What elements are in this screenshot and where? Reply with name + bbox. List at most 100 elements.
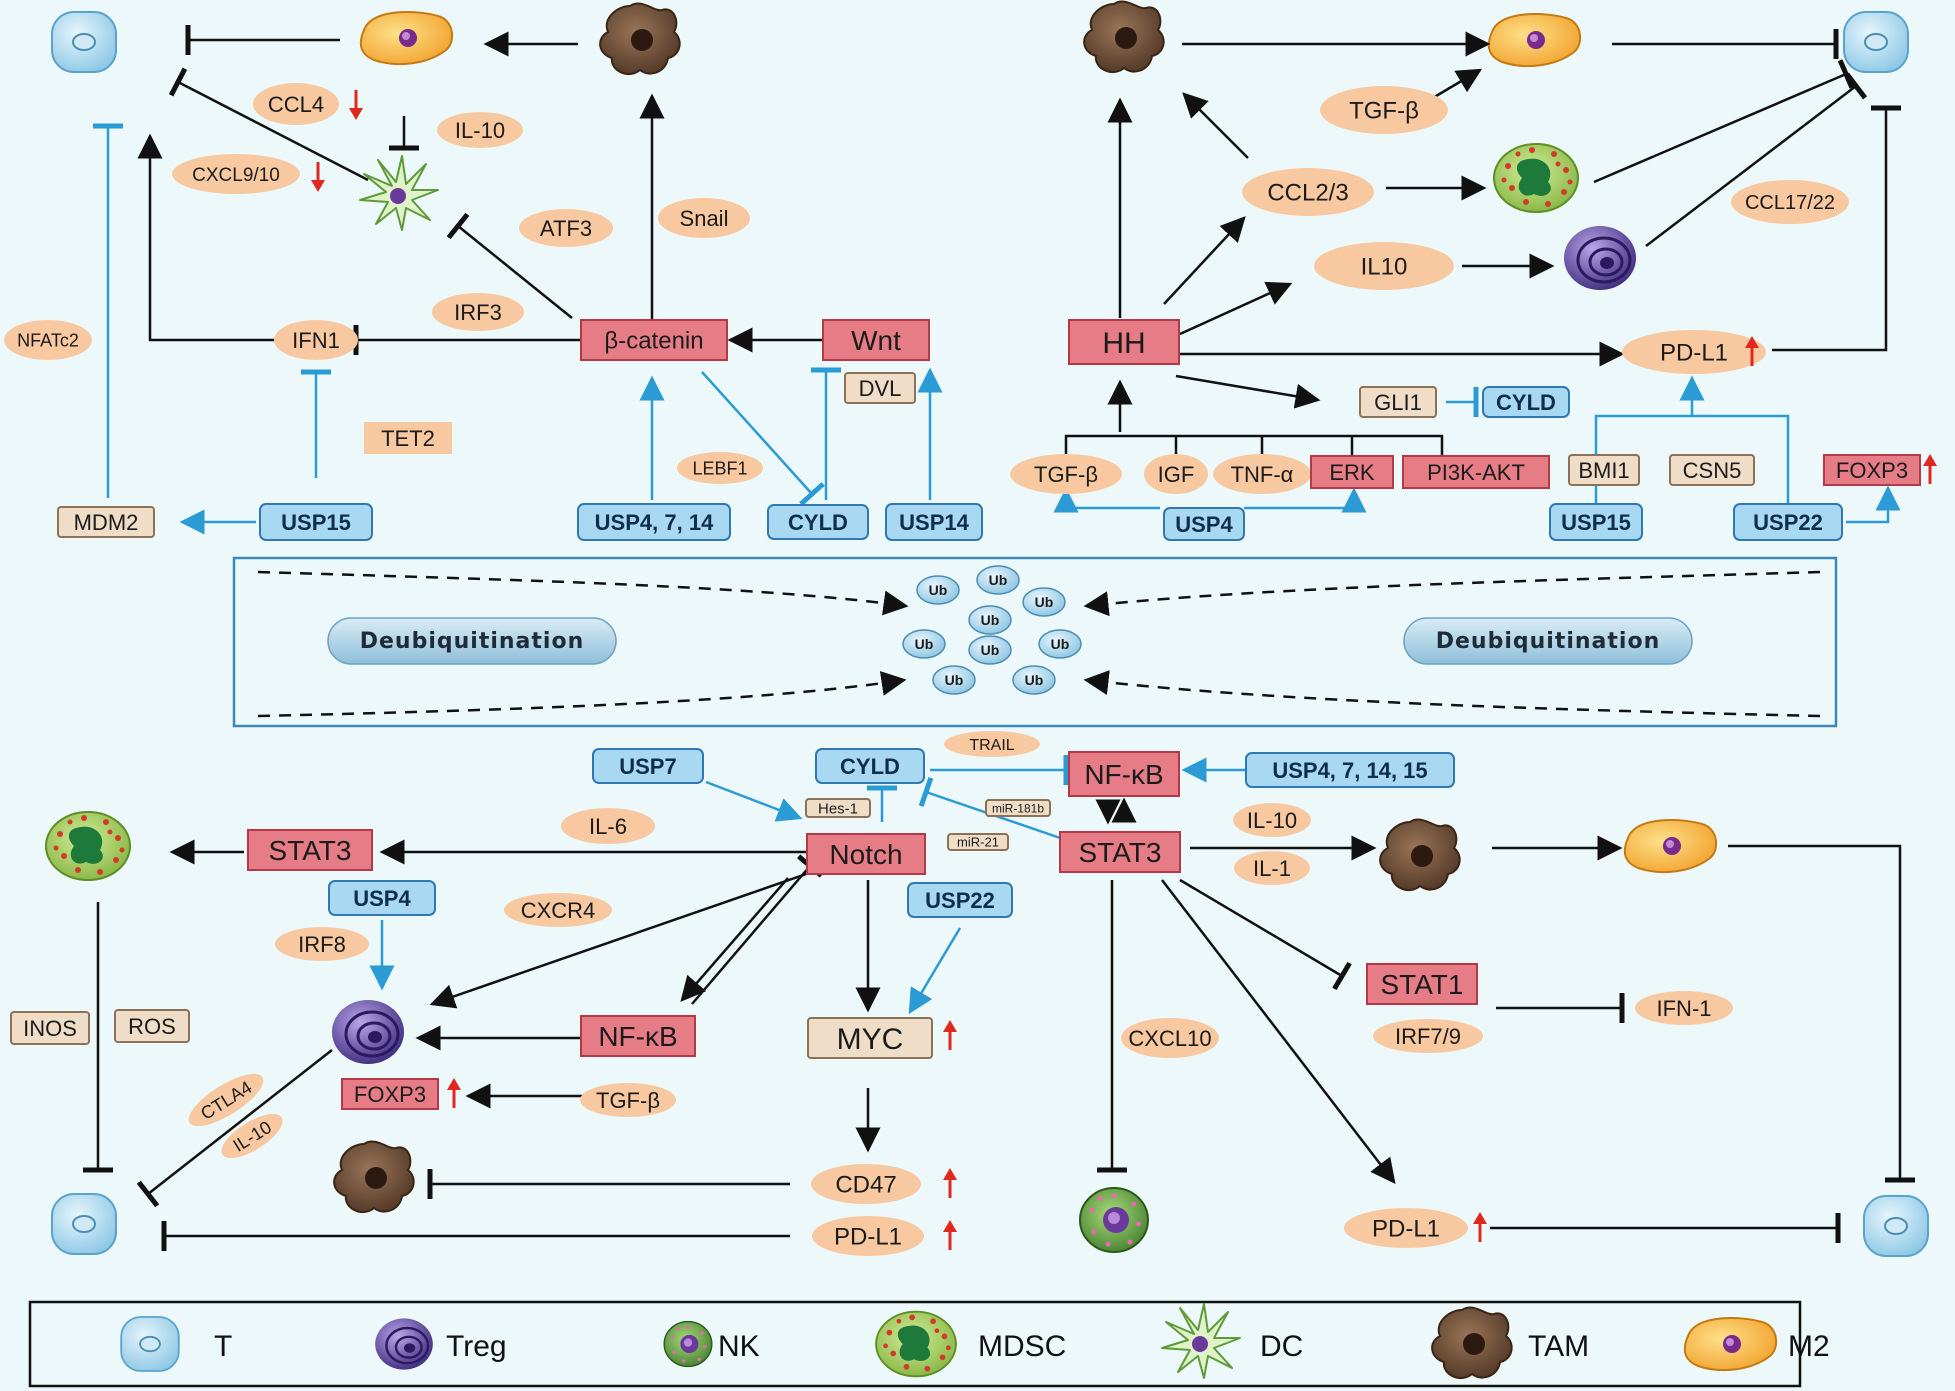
usp22-a-label: USP22 [1753, 510, 1823, 535]
stat3-b-label: STAT3 [1079, 837, 1162, 868]
tet2-node: TET2 [364, 422, 452, 454]
stat3-b-node: STAT3 [1059, 831, 1181, 873]
cxcl10-label: CXCL10 [1128, 1026, 1211, 1051]
myc-node: MYC [807, 1017, 933, 1059]
irf3-node: IRF3 [432, 293, 524, 331]
cxcr4-label: CXCR4 [521, 898, 596, 923]
nfkb-a-node: NF-κB [1068, 751, 1180, 797]
legend-label: NK [718, 1330, 760, 1363]
tam-icon [1431, 1306, 1513, 1380]
upregulation-arrow-icon [943, 1220, 957, 1250]
ccl23-label: CCL2/3 [1267, 180, 1348, 207]
deubiquitination-label: Deubiquitination [1436, 629, 1660, 654]
ifn1-node: IFN1 [274, 320, 358, 360]
ccl23-node: CCL2/3 [1242, 168, 1374, 216]
foxp3-a-node: FOXP3 [1823, 454, 1921, 486]
trail-label: TRAIL [969, 737, 1014, 754]
t-cell-icon [51, 1193, 117, 1255]
ccl4-node: CCL4 [253, 83, 339, 125]
lebf1-label: LEBF1 [692, 458, 747, 478]
downregulation-arrow-icon [311, 162, 325, 192]
foxp3-b-label: FOXP3 [354, 1082, 426, 1107]
cxcr4-node: CXCR4 [504, 893, 612, 927]
cxcl910-node: CXCL9/10 [172, 154, 300, 194]
upregulation-arrow-icon [447, 1078, 461, 1108]
legend-item-t: T [120, 1316, 232, 1372]
pdl1-b-label: PD-L1 [834, 1224, 902, 1251]
ub-label: Ub [915, 636, 934, 652]
usp4-b-node: USP4 [328, 880, 436, 916]
usp15-b-node: USP15 [1549, 503, 1643, 541]
deubiquitination-left-pill: Deubiquitination [327, 617, 617, 665]
pdl1-b-node: PD-L1 [812, 1216, 924, 1256]
ifn1b-node: IFN-1 [1635, 991, 1733, 1025]
mdsc-cell-icon [45, 811, 131, 881]
pi3k-node: PI3K-AKT [1402, 455, 1550, 489]
tam-cell-icon [599, 2, 681, 76]
mdsc-cell-icon [1493, 143, 1579, 213]
usp4714-label: USP4, 7, 14 [595, 510, 714, 535]
tgfb-c-node: TGF-β [580, 1083, 676, 1117]
stat1-label: STAT1 [1381, 969, 1464, 1000]
legend-label: TAM [1528, 1330, 1589, 1363]
foxp3-a-label: FOXP3 [1836, 458, 1908, 483]
cxcl10-node: CXCL10 [1121, 1018, 1219, 1058]
irf79-node: IRF7/9 [1373, 1019, 1483, 1053]
igf-node: IGF [1144, 454, 1208, 494]
downregulation-arrow-icon [349, 90, 363, 120]
cyld-b-node: CYLD [1482, 386, 1570, 418]
usp4-a-node: USP4 [1163, 507, 1245, 541]
il10-a-label: IL-10 [455, 118, 505, 143]
bmi1-node: BMI1 [1568, 454, 1640, 486]
foxp3-b-node: FOXP3 [341, 1078, 439, 1110]
notch-node: Notch [806, 833, 926, 875]
tnfa-node: TNF-α [1213, 454, 1311, 494]
tgfb-b-node: TGF-β [1010, 454, 1122, 494]
m2-cell-icon [359, 10, 454, 66]
inos-node: INOS [10, 1011, 90, 1045]
stat3-a-label: STAT3 [269, 835, 352, 866]
legend-item-m2: M2 [1683, 1316, 1830, 1372]
upregulation-arrows [311, 90, 1937, 1250]
nfkb-a-label: NF-κB [1084, 759, 1163, 790]
ub-label: Ub [1051, 636, 1070, 652]
mir181b-node: miR-181b [985, 799, 1051, 817]
hes1-label: Hes-1 [818, 800, 858, 817]
bcatenin-node: β-catenin [580, 319, 728, 361]
atf3-node: ATF3 [519, 209, 613, 247]
legend-item-treg: Treg [374, 1317, 507, 1371]
usp7-node: USP7 [592, 748, 704, 784]
dc-icon [1161, 1303, 1241, 1379]
usp15-b-label: USP15 [1561, 510, 1631, 535]
upregulation-arrow-icon [943, 1020, 957, 1050]
usp14-label: USP14 [899, 510, 969, 535]
nk-icon [663, 1320, 713, 1368]
gli1-label: GLI1 [1374, 390, 1422, 415]
usp4714-15-node: USP4, 7, 14, 15 [1245, 752, 1455, 788]
legend-label: MDSC [978, 1330, 1066, 1363]
cyld-c-label: CYLD [840, 754, 900, 779]
usp14-node: USP14 [885, 503, 983, 541]
ub-label: Ub [929, 582, 948, 598]
deubiquitination-dashed-arrows [257, 570, 1821, 718]
upregulation-arrow-icon [943, 1168, 957, 1198]
legend-item-nk: NK [663, 1320, 760, 1368]
usp15-a-label: USP15 [281, 510, 351, 535]
il6-node: IL-6 [561, 808, 655, 844]
il1-node: IL-1 [1234, 851, 1310, 885]
usp15-a-node: USP15 [259, 503, 373, 541]
il10-b-node: IL10 [1314, 242, 1454, 290]
cyld-c-node: CYLD [815, 748, 925, 784]
dc-cell-icon [359, 155, 439, 231]
il10-a-node: IL-10 [437, 112, 523, 148]
m2-cell-icon [1623, 818, 1718, 874]
stat1-node: STAT1 [1366, 963, 1478, 1005]
mdm2-label: MDM2 [74, 510, 139, 535]
notch-label: Notch [829, 839, 902, 870]
cxcl910-label: CXCL9/10 [192, 165, 280, 186]
t-cell-icon [1843, 11, 1909, 73]
pdl1-c-label: PD-L1 [1372, 1216, 1440, 1243]
pdl1-c-node: PD-L1 [1344, 1208, 1468, 1248]
